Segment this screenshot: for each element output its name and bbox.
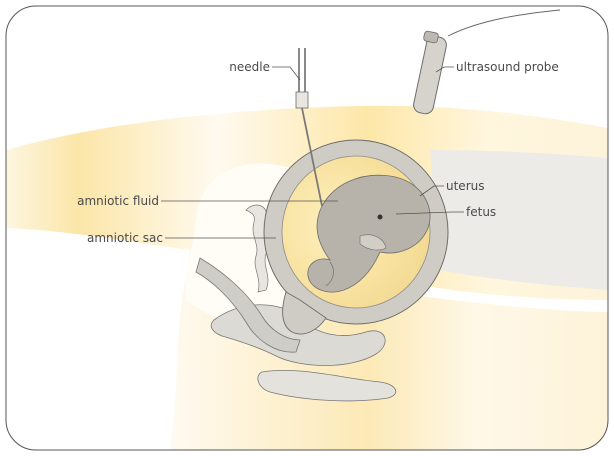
label-needle: needle bbox=[229, 60, 270, 74]
label-amniotic-sac: amniotic sac bbox=[87, 231, 163, 245]
label-ultrasound-probe: ultrasound probe bbox=[456, 60, 559, 74]
label-fetus: fetus bbox=[466, 205, 496, 219]
back-tissue-shape bbox=[430, 150, 608, 290]
fetus-eye bbox=[378, 215, 383, 220]
label-amniotic-fluid: amniotic fluid bbox=[77, 194, 159, 208]
label-uterus: uterus bbox=[446, 179, 484, 193]
